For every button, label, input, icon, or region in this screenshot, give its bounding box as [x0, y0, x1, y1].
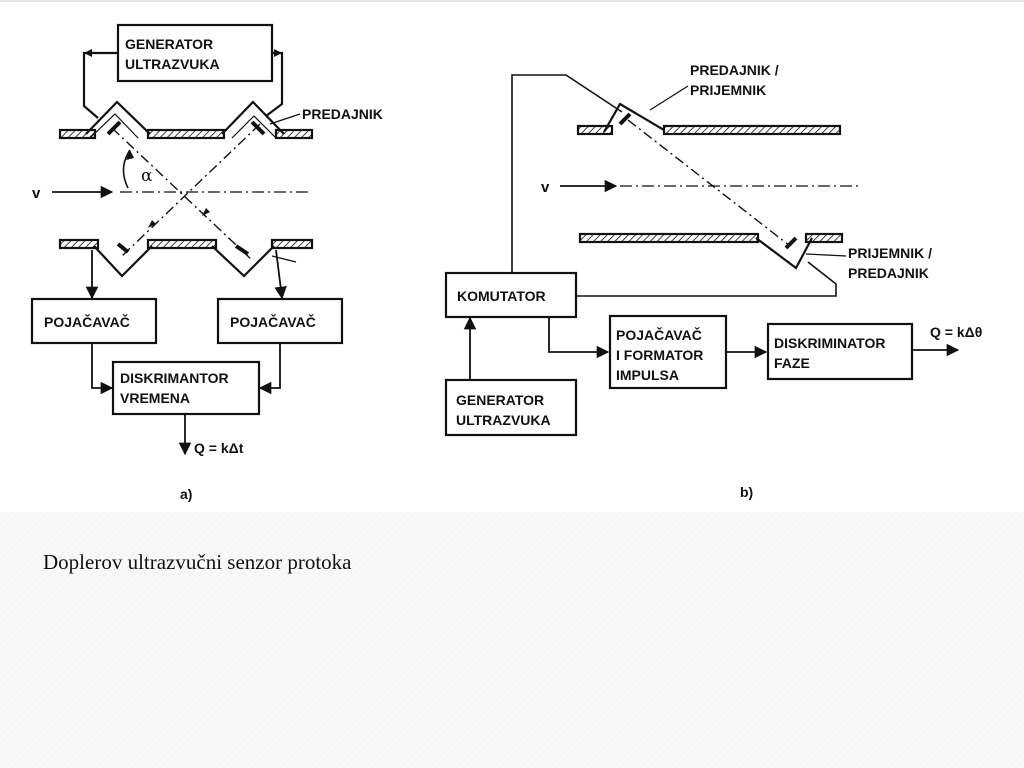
pipe-wall-bot-a2 [146, 238, 218, 250]
beam-arrow-2 [148, 220, 156, 228]
pipe-wall-bot-b2 [804, 232, 844, 244]
angle-arc [122, 149, 131, 189]
arrow-left-gen [84, 49, 92, 57]
crystal-b-bottom [784, 236, 798, 250]
former-label-line2: I FORMATOR [616, 347, 703, 363]
generator-label-b-line1: GENERATOR [456, 392, 544, 408]
former-box [608, 314, 728, 390]
bottom-left-well [93, 245, 153, 278]
komutator-box [444, 271, 578, 319]
top-right-well-inner [231, 115, 277, 139]
angle-label: α [141, 166, 153, 186]
top-transducer-label-line2: PRIJEMNIK [690, 82, 766, 98]
crystal-tr [250, 120, 266, 136]
top-transducer-label-line1: PREDAJNIK / [690, 62, 779, 78]
discriminator-label-a-line2: VREMENA [120, 390, 190, 406]
pipe-wall-bot-b1 [578, 232, 760, 244]
amplifier-box-left [30, 297, 158, 345]
discriminator-label-a-line1: DISKRIMANTOR [120, 370, 229, 386]
beam-b [627, 119, 791, 247]
pipe-wall-top-b1 [576, 124, 614, 136]
phase-disc-label-line2: FAZE [774, 355, 810, 371]
phase-disc-label-line1: DISKRIMINATOR [774, 335, 885, 351]
top-left-well [85, 100, 151, 135]
top-left-well-inner [89, 113, 139, 139]
pipe-wall-bot-a1 [58, 238, 100, 250]
arrow-right-gen [274, 49, 282, 57]
top-accent-line [0, 0, 1024, 2]
wire-to-top-transducer [511, 74, 623, 275]
flow-sensor-diagrams: GENERATOR ULTRAZVUKA PREDAJNIK v α POJAČ… [30, 23, 982, 502]
bottom-right-leader [271, 255, 297, 263]
pipe-wall-top-b2 [662, 124, 842, 136]
crystal-b-top [618, 112, 632, 126]
velocity-label-a: v [32, 185, 41, 202]
diagram-b [444, 74, 960, 437]
komutator-label: KOMUTATOR [457, 288, 546, 304]
beam-arrow-1 [202, 208, 210, 216]
sub-label-b: b) [740, 484, 753, 500]
bottom-transducer-label-line1: PRIJEMNIK / [848, 245, 932, 261]
generator-box-a [116, 23, 274, 83]
output-label-b: Q = kΔθ [930, 324, 982, 340]
diagram-a [30, 23, 344, 456]
predajnik-label-a: PREDAJNIK [302, 106, 383, 122]
former-label-line1: POJAČAVAČ [616, 326, 702, 343]
bottom-right-well [211, 245, 275, 278]
beam-1 [111, 127, 253, 261]
crystal-tl [106, 120, 122, 136]
amplifier-label-right: POJAČAVAČ [230, 313, 316, 330]
amp-left-to-disc [91, 343, 114, 395]
phase-discriminator-box [766, 322, 914, 381]
discriminator-box-a [111, 360, 261, 416]
slide-caption: Doplerov ultrazvučni senzor protoka [43, 550, 352, 574]
sub-label-a: a) [180, 486, 192, 502]
predajnik-leader [269, 113, 301, 125]
pipe-wall-bot-a3 [270, 238, 314, 250]
leader-top-b [649, 85, 689, 111]
feed-amp-right [274, 249, 287, 300]
generator-box-b [444, 378, 578, 437]
komutator-to-former [548, 317, 610, 359]
angle-arrowhead [126, 150, 134, 160]
bottom-transducer-label-line2: PREDAJNIK [848, 265, 929, 281]
crystal-bl [116, 242, 130, 254]
amp-right-to-disc [258, 343, 281, 395]
amplifier-label-left: POJAČAVAČ [44, 313, 130, 330]
leader-bottom-b [805, 253, 847, 257]
pipe-wall-top-a2 [146, 128, 226, 140]
output-label-a: Q = kΔt [194, 440, 244, 456]
generator-label-a-line1: GENERATOR [125, 36, 213, 52]
crystal-br [234, 244, 250, 256]
top-transducer-well [603, 102, 665, 133]
wire-to-bottom-transducer [576, 261, 837, 297]
generator-label-b-line2: ULTRAZVUKA [456, 412, 551, 428]
pipe-wall-top-a3 [274, 128, 314, 140]
amplifier-box-right [216, 297, 344, 345]
generator-label-a-line2: ULTRAZVUKA [125, 56, 220, 72]
velocity-label-b: v [541, 179, 550, 196]
generator-feed-left [82, 51, 118, 119]
beam-2 [121, 123, 261, 257]
top-right-well [221, 100, 285, 135]
former-label-line3: IMPULSA [616, 367, 679, 383]
bottom-transducer-well [755, 237, 813, 270]
